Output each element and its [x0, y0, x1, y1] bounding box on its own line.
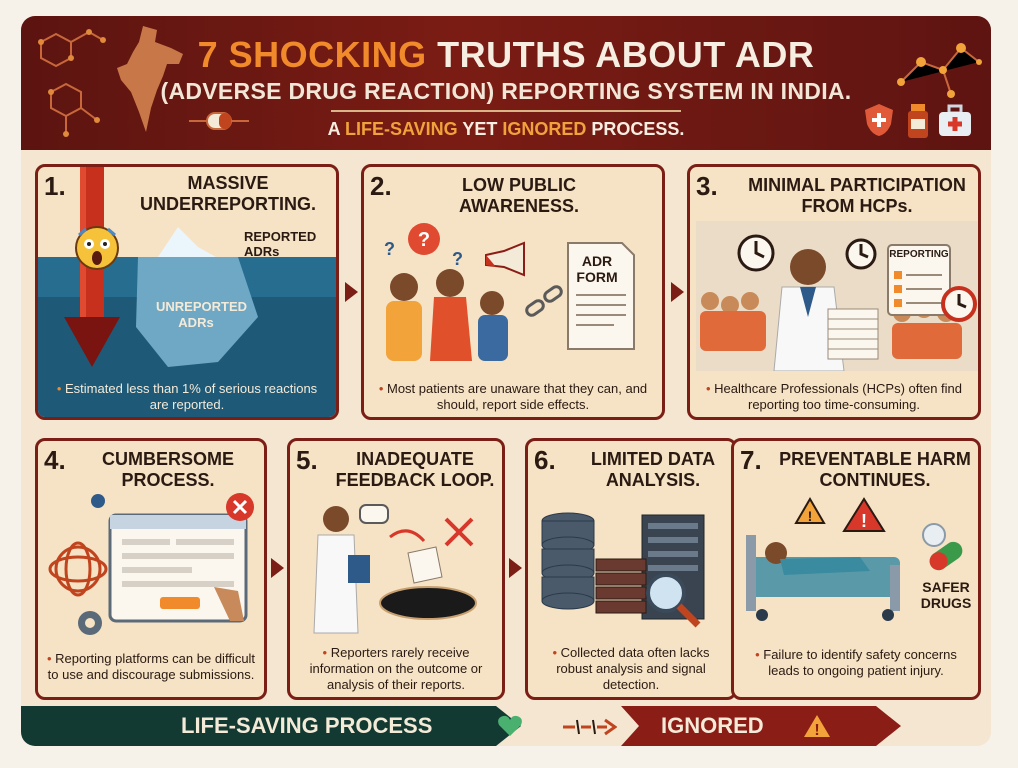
card-title: MASSIVE UNDERREPORTING. [139, 173, 316, 214]
card-body: • Most patients are unaware that they ca… [378, 381, 648, 412]
card-public-awareness: 2. LOW PUBLIC AWARENESS. ? ? ? ADR FORM … [361, 164, 665, 420]
pill-icon [189, 112, 249, 130]
card-body: • Estimated less than 1% of serious reac… [56, 381, 318, 412]
card-title: MINIMAL PARTICIPATION FROM HCPs. [748, 175, 966, 216]
molecule-icon [897, 43, 982, 98]
unreported-label: UNREPORTED ADRs [156, 299, 248, 330]
adr-form-label: ADR FORM [576, 253, 618, 285]
card-body: • Collected data often lacks robust anal… [552, 645, 710, 692]
molecule-icon [38, 29, 106, 137]
card-data-analysis: 6. LIMITED DATA ANALYSIS. • Collected da… [525, 438, 737, 700]
card-underreporting: 1. MASSIVE UNDERREPORTING. REPORTED ADRs… [35, 164, 339, 420]
confused-people-illustration: ? ? ? [384, 223, 508, 361]
infographic: 7 SHOCKING TRUTHS ABOUT ADR (ADVERSE DRU… [21, 16, 991, 746]
server-database-illustration [541, 512, 705, 628]
card-title: PREVENTABLE HARM CONTINUES. [779, 449, 971, 490]
tagline: A LIFE-SAVING YET IGNORED PROCESS. [327, 119, 685, 139]
flow-arrow [345, 282, 358, 302]
clock-icon [845, 238, 877, 270]
footer-life-saving-banner [21, 706, 521, 746]
broken-arrow-icon [563, 718, 617, 736]
svg-text:?: ? [418, 229, 430, 251]
svg-text:?: ? [452, 249, 463, 269]
footer-left-label: LIFE-SAVING PROCESS [181, 713, 433, 738]
svg-text:!: ! [814, 722, 819, 739]
void-illustration [313, 504, 477, 634]
tangled-form-illustration [48, 493, 254, 635]
main-title: 7 SHOCKING TRUTHS ABOUT ADR [197, 34, 815, 75]
flow-arrow [271, 558, 284, 578]
footer-right-label: IGNORED [661, 713, 764, 738]
card-feedback-loop: 5. INADEQUATE FEEDBACK LOOP. • Reporters… [287, 438, 505, 700]
clipboard-icon [887, 244, 951, 316]
footer-ignored-banner [621, 706, 901, 746]
safer-drugs-label: SAFER DRUGS [920, 579, 972, 611]
flow-arrow [671, 282, 684, 302]
card-number: 7. [740, 445, 762, 475]
adr-form-icon [567, 242, 635, 350]
card-number: 2. [370, 171, 392, 201]
title-divider [331, 110, 681, 112]
shocked-face-icon [75, 226, 119, 270]
card-title: LIMITED DATA ANALYSIS. [590, 449, 716, 490]
card-cumbersome-process: 4. CUMBERSOME PROCESS. • Reporting platf… [35, 438, 267, 700]
hospital-bed-illustration: ! ! [746, 497, 900, 621]
card-body: • Healthcare Professionals (HCPs) often … [705, 381, 963, 412]
reported-label: REPORTED ADRs [244, 229, 317, 259]
warning-icon: ! [804, 715, 830, 739]
card-body: • Reporters rarely receive information o… [309, 645, 483, 692]
header-banner: 7 SHOCKING TRUTHS ABOUT ADR (ADVERSE DRU… [21, 16, 991, 150]
card-number: 3. [696, 171, 718, 201]
card-number: 6. [534, 445, 556, 475]
medicine-bottle-icon [908, 104, 928, 138]
clock-icon [737, 234, 775, 272]
card-number: 4. [44, 445, 66, 475]
card-title: LOW PUBLIC AWARENESS. [458, 175, 580, 216]
heart-icon [498, 715, 522, 736]
svg-text:!: ! [808, 508, 813, 524]
pills-icon [922, 523, 963, 571]
clipboard-label: REPORTING [889, 249, 949, 260]
card-preventable-harm: 7. PREVENTABLE HARM CONTINUES. ! ! SAFER… [731, 438, 981, 700]
subtitle: (ADVERSE DRUG REACTION) REPORTING SYSTEM… [160, 78, 852, 104]
card-title: INADEQUATE FEEDBACK LOOP. [335, 449, 495, 490]
first-aid-kit-icon [939, 104, 971, 136]
flow-arrow [509, 558, 522, 578]
shield-icon [865, 104, 893, 136]
card-body: • Reporting platforms can be difficult t… [46, 651, 256, 682]
broken-chain-icon [525, 285, 563, 317]
megaphone-icon [485, 241, 525, 277]
card-title: CUMBERSOME PROCESS. [101, 449, 234, 490]
card-number: 5. [296, 445, 318, 475]
card-body: • Failure to identify safety concerns le… [755, 647, 957, 678]
card-number: 1. [44, 171, 66, 201]
alarm-clock-icon [941, 286, 977, 322]
svg-text:?: ? [384, 239, 395, 259]
card-hcp-participation: 3. MINIMAL PARTICIPATION FROM HCPs. REPO… [687, 164, 981, 420]
svg-text:!: ! [861, 511, 867, 531]
india-map-icon [117, 26, 183, 132]
